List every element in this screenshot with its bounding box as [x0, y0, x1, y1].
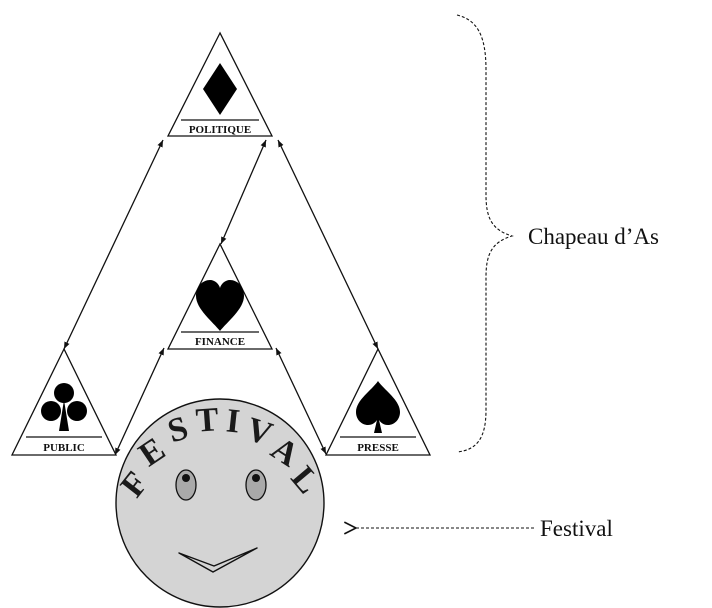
- node-finance: FINANCE: [166, 242, 274, 350]
- node-label-finance: FINANCE: [195, 336, 245, 348]
- node-label-politique: POLITIQUE: [189, 124, 251, 136]
- arrow-politique-finance: [220, 139, 267, 245]
- arrow-politique-presse: [277, 139, 379, 350]
- node-label-presse: PRESSE: [357, 442, 399, 454]
- node-presse: PRESSE: [324, 347, 432, 456]
- heart-icon: [196, 280, 244, 331]
- festival-letter: I: [225, 402, 242, 440]
- node-label-public: PUBLIC: [43, 442, 85, 454]
- node-politique: POLITIQUE: [166, 31, 274, 137]
- group-brace: Chapeau d’As: [456, 14, 659, 453]
- spade-icon: [356, 381, 400, 433]
- right-eye-icon: [245, 469, 267, 501]
- festival-pointer: Festival: [356, 516, 613, 541]
- arrow-finance-presse: [275, 347, 327, 455]
- mouth-icon: [178, 547, 258, 573]
- festival-letter: T: [195, 401, 221, 440]
- left-eye-icon: [175, 469, 197, 501]
- group-label: Chapeau d’As: [528, 224, 659, 249]
- arrow-politique-public: [63, 139, 164, 350]
- arrow-finance-public: [114, 347, 165, 456]
- festival-face: F E S T I V A L: [114, 398, 327, 608]
- diamond-icon: [203, 63, 237, 115]
- festival-label: Festival: [540, 516, 613, 541]
- node-public: PUBLIC: [10, 347, 118, 456]
- curly-brace-icon: [456, 14, 514, 453]
- club-icon: [41, 383, 87, 431]
- connector-arrows: [63, 139, 379, 456]
